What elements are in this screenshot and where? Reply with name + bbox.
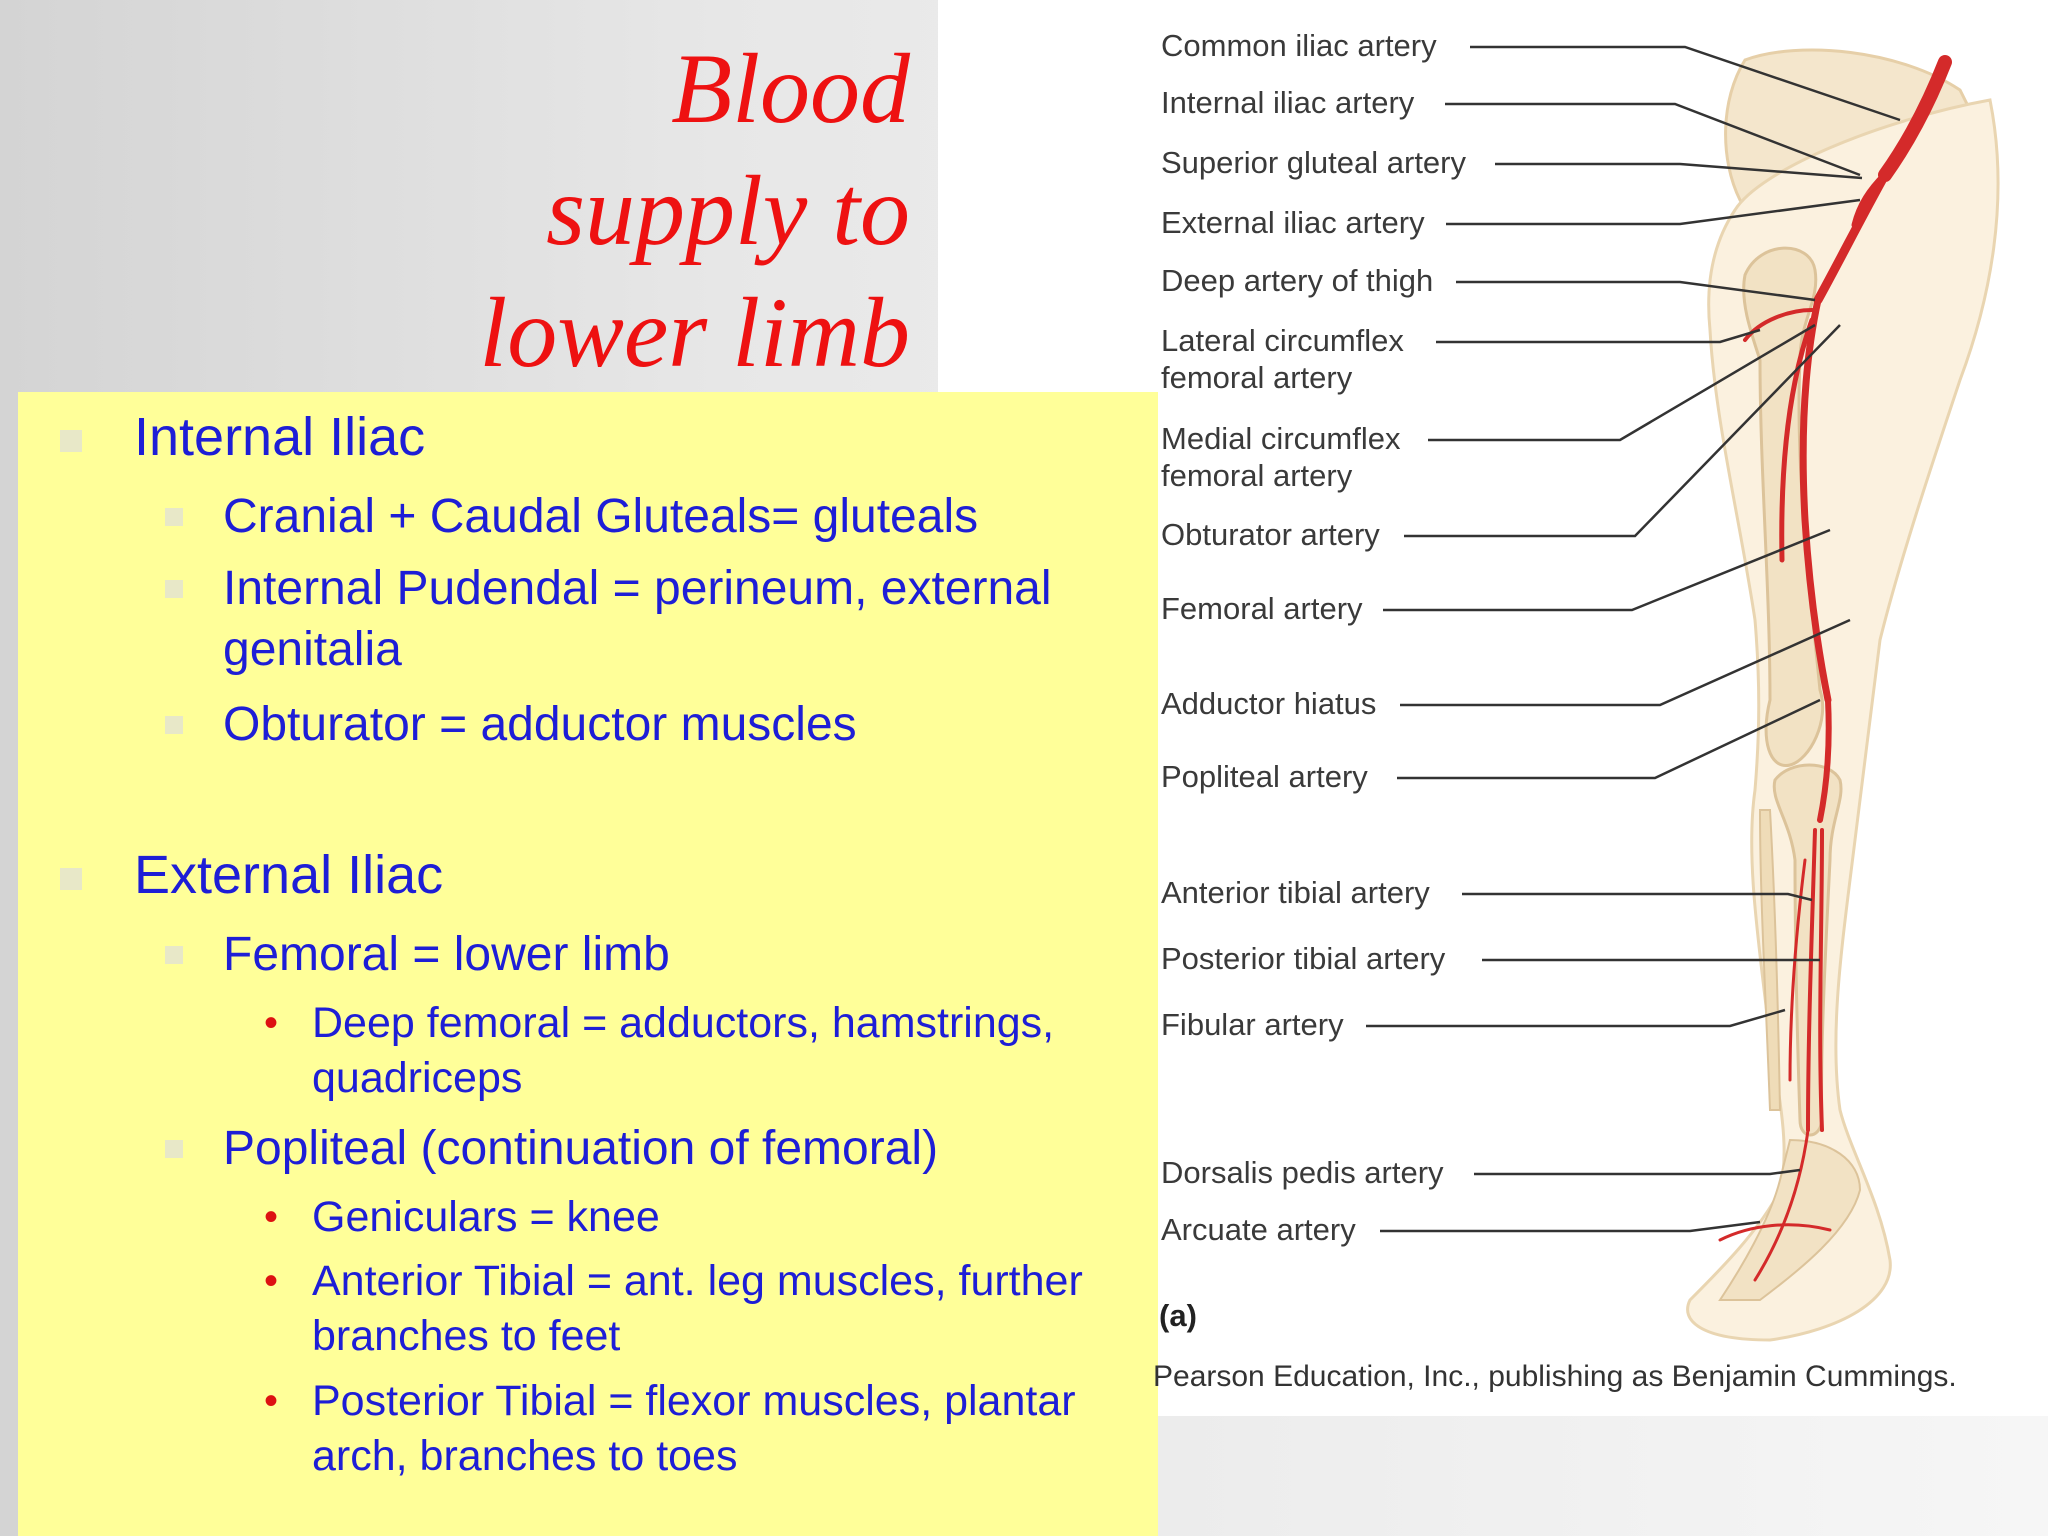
leader-lateral-circumflex	[1436, 328, 1761, 344]
leader-femoral	[1383, 528, 1831, 612]
leader-superior-gluteal	[1495, 162, 1863, 180]
leader-medial-circumflex	[1428, 323, 1816, 442]
label-external-iliac-artery: External iliac artery	[1161, 205, 1429, 241]
common-iliac-artery-path	[1878, 55, 1952, 182]
popliteal-artery-path	[1817, 697, 1832, 823]
bullet-internal-iliac: Internal Iliac	[60, 406, 426, 468]
square-bullet-icon	[60, 430, 82, 452]
deep-artery-thigh-path	[1779, 317, 1815, 563]
bullet-text: Internal Pudendal = perineum, external g…	[223, 562, 1052, 676]
foot-bones	[1718, 1138, 1862, 1301]
label-lateral-circumflex: Lateral circumflex	[1161, 323, 1408, 359]
leader-adductor-hiatus	[1400, 618, 1851, 707]
leader-fibular	[1366, 1008, 1786, 1028]
square-bullet-icon	[60, 868, 82, 890]
leader-arcuate	[1380, 1220, 1761, 1233]
bullet-text: Popliteal (continuation of femoral)	[223, 1122, 939, 1175]
bullet-text: External Iliac	[134, 845, 444, 905]
figure-credit: Pearson Education, Inc., publishing as B…	[1153, 1360, 1957, 1393]
label-common-iliac-artery: Common iliac artery	[1161, 28, 1441, 64]
label-posterior-tibial-artery: Posterior tibial artery	[1161, 941, 1450, 977]
bullet-deep-femoral: • Deep femoral = adductors, hamstrings, …	[264, 996, 1152, 1106]
arcuate-artery-path	[1718, 1223, 1832, 1242]
dorsalis-pedis-artery-path	[1753, 1128, 1810, 1282]
label-anterior-tibial-artery: Anterior tibial artery	[1161, 875, 1434, 911]
bullet-text: Anterior Tibial = ant. leg muscles, furt…	[312, 1257, 1083, 1360]
bullet-anterior-tibial: • Anterior Tibial = ant. leg muscles, fu…	[264, 1254, 1152, 1364]
leader-internal-iliac	[1445, 102, 1861, 177]
bullet-external-iliac: External Iliac	[60, 844, 444, 906]
label-superior-gluteal-artery: Superior gluteal artery	[1161, 145, 1470, 181]
bullet-obturator: Obturator = adductor muscles	[165, 694, 1123, 755]
leader-common-iliac	[1470, 45, 1901, 122]
label-lateral-circumflex-femoral: femoral artery	[1161, 360, 1357, 396]
bullet-gluteals: Cranial + Caudal Gluteals= gluteals	[165, 486, 1123, 547]
title-line-2: supply to	[546, 155, 910, 266]
red-dot-bullet-icon: •	[264, 1259, 279, 1303]
label-deep-artery-of-thigh: Deep artery of thigh	[1161, 263, 1438, 299]
label-internal-iliac-artery: Internal iliac artery	[1161, 85, 1419, 121]
red-dot-bullet-icon: •	[264, 1379, 279, 1423]
leader-deep-artery-thigh	[1456, 280, 1816, 302]
anterior-tibial-artery-path	[1806, 828, 1817, 1132]
title-line-1: Blood	[671, 33, 910, 144]
leader-anterior-tibial	[1462, 892, 1813, 902]
leader-dorsalis-pedis	[1474, 1168, 1801, 1176]
square-bullet-icon	[165, 716, 183, 734]
slide-title: Blood supply to lower limb	[210, 28, 910, 394]
leg-skin-outline	[1686, 98, 2000, 1342]
bullet-geniculars: • Geniculars = knee	[264, 1190, 1152, 1245]
leader-popliteal	[1397, 698, 1821, 780]
label-medial-circumflex: Medial circumflex	[1161, 421, 1405, 457]
red-dot-bullet-icon: •	[264, 1195, 279, 1239]
bullet-text: Posterior Tibial = flexor muscles, plant…	[312, 1377, 1076, 1480]
label-femoral-artery: Femoral artery	[1161, 591, 1367, 627]
square-bullet-icon	[165, 946, 183, 964]
leader-obturator	[1404, 324, 1841, 538]
bullet-posterior-tibial: • Posterior Tibial = flexor muscles, pla…	[264, 1374, 1152, 1484]
label-fibular-artery: Fibular artery	[1161, 1007, 1348, 1043]
label-dorsalis-pedis-artery: Dorsalis pedis artery	[1161, 1155, 1448, 1191]
bullet-popliteal: Popliteal (continuation of femoral)	[165, 1118, 1123, 1179]
label-arcuate-artery: Arcuate artery	[1161, 1212, 1360, 1248]
label-obturator-artery: Obturator artery	[1161, 517, 1384, 553]
title-line-3: lower limb	[479, 277, 910, 388]
label-medial-circumflex-femoral: femoral artery	[1161, 458, 1357, 494]
red-dot-bullet-icon: •	[264, 1001, 279, 1045]
bullet-text: Femoral = lower limb	[223, 928, 670, 981]
content-box: Internal Iliac Cranial + Caudal Gluteals…	[18, 392, 1158, 1536]
bullet-femoral: Femoral = lower limb	[165, 924, 1123, 985]
square-bullet-icon	[165, 1140, 183, 1158]
bullet-text: Internal Iliac	[134, 407, 426, 467]
fibular-artery-path	[1788, 858, 1807, 1082]
square-bullet-icon	[165, 580, 183, 598]
external-iliac-artery-path	[1813, 170, 1890, 305]
square-bullet-icon	[165, 508, 183, 526]
bullet-pudendal: Internal Pudendal = perineum, external g…	[165, 558, 1123, 680]
bullet-text: Cranial + Caudal Gluteals= gluteals	[223, 490, 979, 543]
circumflex-artery-path	[1743, 308, 1814, 342]
label-adductor-hiatus: Adductor hiatus	[1161, 686, 1381, 722]
leader-external-iliac	[1446, 198, 1861, 226]
label-popliteal-artery: Popliteal artery	[1161, 759, 1372, 795]
bullet-text: Deep femoral = adductors, hamstrings, qu…	[312, 999, 1055, 1102]
bullet-text: Obturator = adductor muscles	[223, 698, 857, 751]
posterior-tibial-artery-path	[1818, 828, 1824, 1132]
figure-tag: (a)	[1159, 1298, 1197, 1333]
bullet-text: Geniculars = knee	[312, 1193, 660, 1241]
